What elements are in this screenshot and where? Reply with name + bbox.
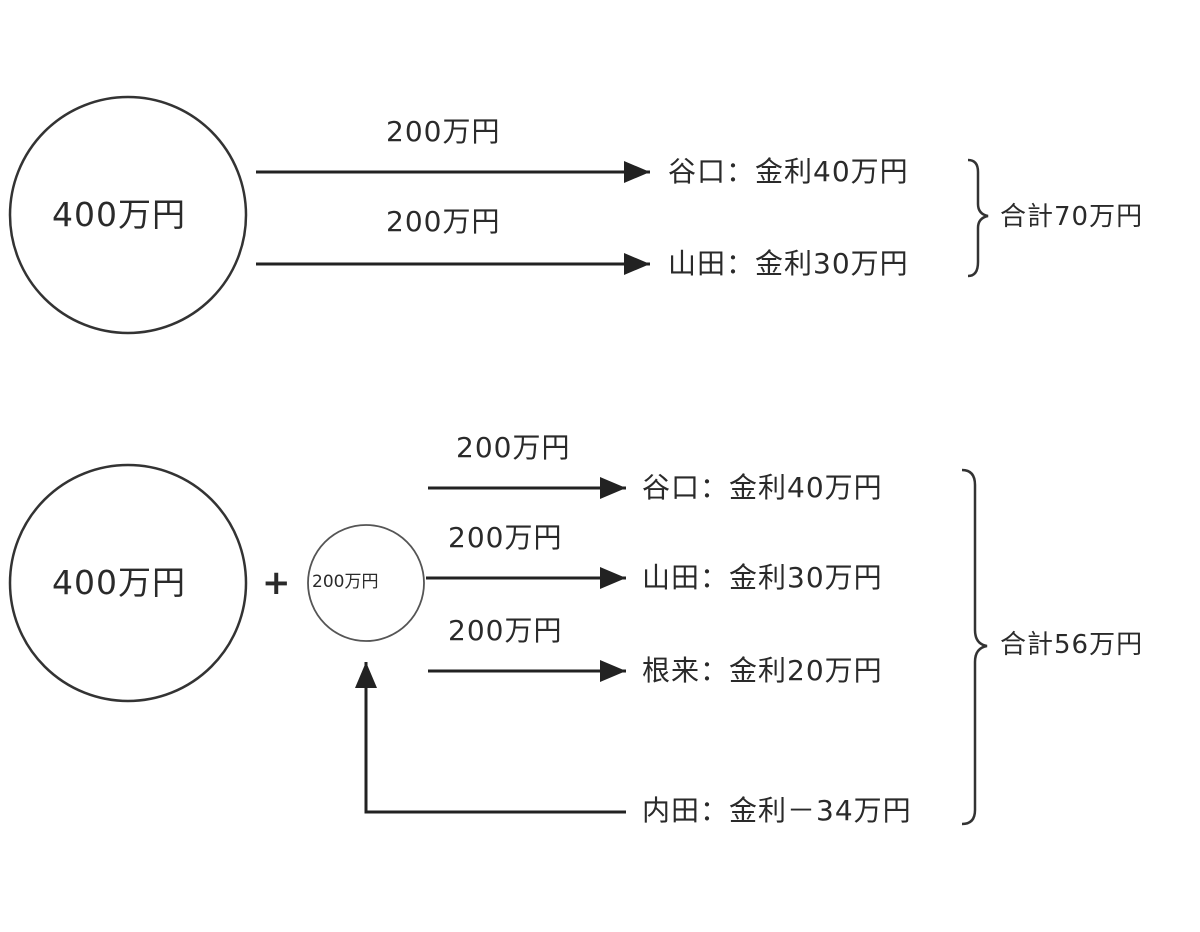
top-row-yamada: 山田：金利30万円 [668, 247, 909, 280]
bottom-total-label: 合計56万円 [1000, 630, 1144, 660]
top-total-label: 合計70万円 [1000, 202, 1144, 232]
bottom-extra-circle [307, 524, 425, 642]
plus-sign: + [262, 563, 291, 603]
bottom-arrow-label-2: 200万円 [448, 521, 563, 554]
return-arrow [355, 662, 626, 814]
extra-circle-label: 200万円 [312, 572, 379, 592]
top-arrow-label-2: 200万円 [386, 205, 501, 238]
bottom-source-label: 400万円 [52, 563, 186, 602]
top-source-circle [8, 95, 248, 335]
bottom-source-circle [8, 463, 248, 703]
top-row-taniguchi: 谷口：金利40万円 [668, 155, 909, 188]
bottom-row-yamada: 山田：金利30万円 [642, 561, 883, 594]
bottom-arrow-label-3: 200万円 [448, 614, 563, 647]
bottom-total-brace [961, 468, 988, 826]
bottom-row-negoro: 根来：金利20万円 [642, 654, 883, 687]
bottom-row-uchida: 内田：金利－34万円 [642, 794, 912, 827]
top-total-brace [967, 158, 989, 278]
top-source-label: 400万円 [52, 195, 186, 234]
top-arrow-label-1: 200万円 [386, 115, 501, 148]
bottom-row-taniguchi: 谷口：金利40万円 [642, 471, 883, 504]
bottom-arrow-label-1: 200万円 [456, 431, 571, 464]
